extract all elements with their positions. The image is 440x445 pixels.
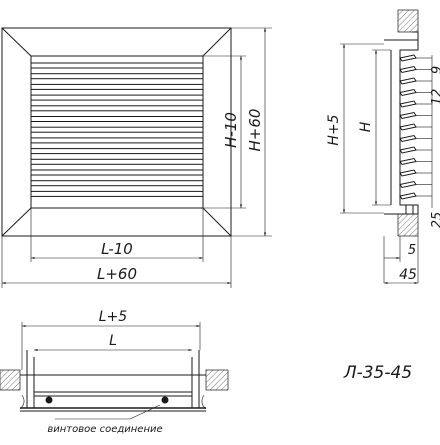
louver-slat	[30, 73, 204, 80]
louver-slats	[30, 62, 204, 197]
side-slat	[399, 54, 417, 62]
frame-corner-br	[202, 207, 232, 237]
frame-section	[26, 350, 200, 409]
side-slat	[399, 111, 417, 120]
wall-section-left	[0, 369, 21, 391]
wall-section-right	[205, 369, 229, 391]
outer-frame	[1, 27, 232, 237]
louver-slat	[30, 180, 204, 187]
dim-inner-height-label: H-10	[222, 112, 240, 148]
dim-section-width-label: L	[109, 333, 117, 349]
side-slat	[399, 134, 417, 143]
dim-side-height-label: H	[358, 121, 374, 132]
dim-outer-width-label: L+60	[97, 265, 137, 283]
dim-offset-label: 5	[408, 243, 416, 258]
wall-section-top	[397, 9, 419, 33]
dim-outer-height-label: H+60	[246, 109, 264, 152]
side-slat	[399, 123, 417, 131]
side-slat	[399, 146, 417, 154]
side-slats	[399, 54, 432, 200]
frame-corner-tl	[1, 27, 32, 57]
side-slat	[399, 100, 417, 108]
dim-bottom-frame-label: 25	[430, 212, 440, 229]
front-view: L-10 L+60 H-10 H+60	[1, 27, 272, 288]
side-slat	[399, 169, 417, 177]
dim-pitch-mid-label: 12	[430, 89, 440, 106]
louver-slat	[30, 148, 204, 155]
clip-left	[19, 394, 25, 410]
side-slat	[399, 157, 417, 166]
caption-leader	[129, 404, 161, 420]
louver-slat	[30, 126, 204, 133]
caption-text: винтовое соединение	[47, 424, 162, 435]
side-view: H+5 H 9 12 25 5 45	[326, 9, 440, 285]
screw-top	[412, 31, 419, 40]
louver-slat	[30, 62, 204, 69]
louver-slat	[30, 83, 204, 90]
model-label: Л-35-45	[343, 363, 412, 383]
side-slat	[399, 65, 417, 74]
wall-section-bottom	[397, 213, 419, 237]
louver-slat	[30, 137, 204, 144]
dim-inner-width-label: L-10	[101, 240, 133, 258]
dim-side-outer-height-label: H+5	[326, 114, 342, 145]
frame-corner-tr	[202, 27, 232, 57]
clip-right	[201, 394, 207, 410]
side-slat	[399, 192, 417, 200]
frame-corner-bl	[1, 207, 32, 237]
side-slat	[399, 180, 417, 189]
dim-pitch-top-label: 9	[430, 66, 440, 74]
louver-slat	[30, 105, 204, 112]
dim-depth-label: 45	[399, 267, 417, 283]
louver-slat	[30, 169, 204, 176]
screw-left	[45, 396, 53, 404]
bottom-frame-block	[405, 204, 414, 215]
louver-slat	[30, 158, 204, 165]
side-slat	[399, 77, 417, 85]
louver-slat	[30, 190, 204, 197]
louver-slat	[30, 94, 204, 101]
side-slat	[399, 88, 417, 97]
dim-section-outer-width-label: L+5	[99, 309, 128, 325]
louver-slat	[30, 116, 204, 122]
section-view: L+5 L винтовое соединение	[0, 309, 229, 435]
screw-right	[161, 396, 169, 404]
